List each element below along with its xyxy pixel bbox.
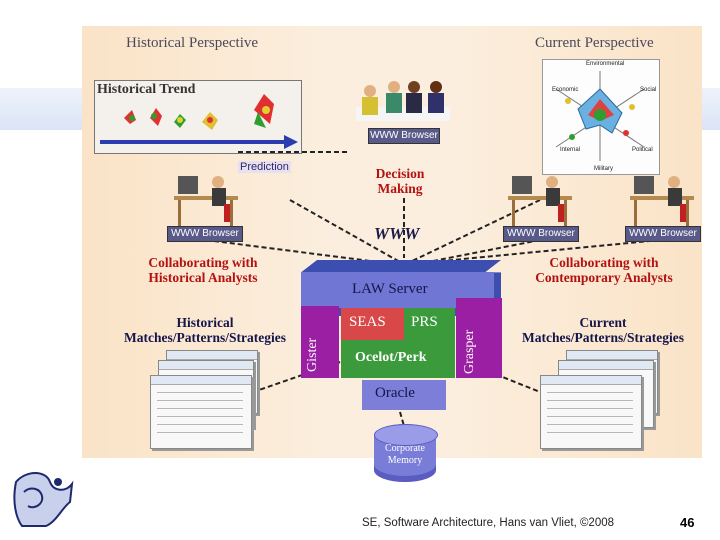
- gister-block: [301, 306, 339, 378]
- grasper-block: [456, 298, 502, 378]
- historical-perspective-heading: Historical Perspective: [126, 35, 259, 51]
- collaborating-contemporary-label: Collaborating with Contemporary Analysts: [535, 255, 673, 285]
- www-label: WWW: [374, 224, 420, 243]
- prediction-label: Prediction: [238, 161, 291, 173]
- footer-citation: SE, Software Architecture, Hans van Vlie…: [362, 517, 615, 529]
- trend-star-1: [124, 110, 136, 124]
- trend-star-5: [254, 94, 274, 128]
- trend-star-3: [174, 114, 186, 128]
- collaborating-historical-label: Collaborating with Historical Analysts: [148, 255, 258, 285]
- historical-trend-graphic: [100, 94, 298, 149]
- seas-block: [341, 308, 404, 340]
- decision-www-browser-bar: WWW Browser: [368, 128, 440, 144]
- radar-label-military: Military: [594, 166, 613, 172]
- law-server-label: LAW Server: [352, 281, 428, 297]
- current-screen-front: [540, 375, 642, 449]
- radar-label-political: Political: [632, 147, 653, 153]
- historical-matches-label: Historical Matches/Patterns/Strategies: [124, 315, 286, 345]
- corporate-memory-cylinder-top: [374, 424, 438, 446]
- oracle-block: [362, 380, 446, 410]
- radar-label-environmental: Environmental: [586, 61, 625, 67]
- current-radar-graphic: [555, 71, 645, 161]
- trend-star-2: [150, 108, 162, 126]
- corporate-memory-label: Corporate Memory: [385, 443, 425, 466]
- radar-label-internal: Internal: [560, 147, 581, 153]
- historical-analyst-workstation: [174, 176, 238, 228]
- radar-label-social: Social: [640, 87, 657, 93]
- decision-connector: [403, 198, 405, 258]
- university-logo: [13, 472, 74, 527]
- page-number: 46: [680, 515, 695, 530]
- decision-making-label: Decision Making: [375, 166, 425, 196]
- historical-www-browser-bar: WWW Browser: [167, 226, 243, 242]
- meeting-people-image: [356, 81, 450, 121]
- contemporary-www-browser-bar-1: WWW Browser: [503, 226, 579, 242]
- trend-star-4: [202, 112, 218, 130]
- gister-label: Gister: [305, 337, 320, 372]
- grasper-label: Grasper: [462, 329, 477, 374]
- contemporary-analyst-workstation-1: [508, 176, 572, 228]
- prediction-connector: [238, 151, 348, 153]
- radar-label-economic: Economic: [552, 87, 579, 93]
- current-matches-label: Current Matches/Patterns/Strategies: [522, 315, 684, 345]
- ocelot-perk-label: Ocelot/Perk: [355, 350, 427, 365]
- ocelot-perk-block: [341, 340, 455, 378]
- prs-block: [404, 308, 455, 340]
- historical-screen-front: [150, 375, 252, 449]
- current-perspective-heading: Current Perspective: [535, 35, 654, 51]
- prs-label: PRS: [411, 314, 438, 330]
- contemporary-www-browser-bar-2: WWW Browser: [625, 226, 701, 242]
- contemporary-analyst-workstation-2: [630, 176, 694, 228]
- oracle-label: Oracle: [375, 385, 415, 401]
- historical-trend-label: Historical Trend: [97, 82, 196, 97]
- seas-label: SEAS: [349, 314, 386, 330]
